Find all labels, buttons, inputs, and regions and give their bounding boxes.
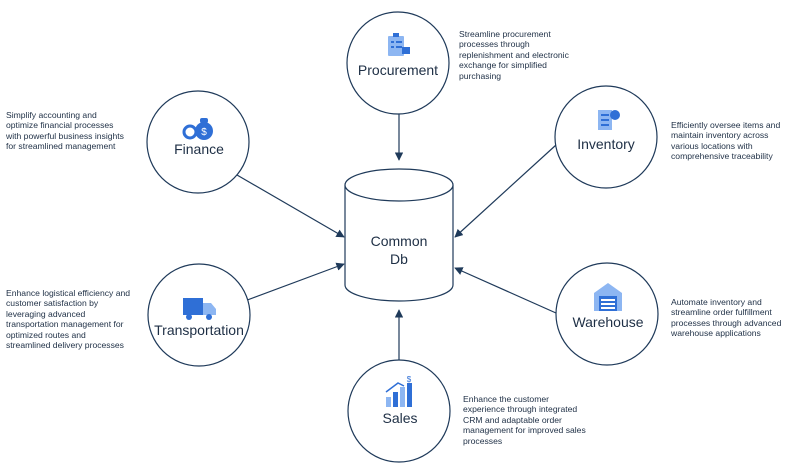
clipboard-checklist-icon: [388, 33, 410, 56]
inventory-list-icon: [598, 110, 620, 130]
node-label-finance: Finance: [174, 141, 224, 157]
money-bag-gear-icon: $: [182, 118, 213, 140]
node-transportation[interactable]: Transportation: [147, 263, 251, 367]
edge-warehouse-db: [454, 267, 557, 314]
description-finance: Simplify accounting and optimize financi…: [6, 110, 124, 152]
description-procurement: Streamline procurement processes through…: [459, 29, 569, 81]
description-warehouse: Automate inventory and streamline order …: [671, 297, 782, 339]
node-label-procurement: Procurement: [358, 62, 438, 78]
delivery-truck-icon: [183, 298, 216, 320]
common-db: Common Db: [344, 168, 454, 302]
description-transportation: Enhance logistical efficiency and custom…: [6, 288, 131, 351]
edge-inventory-db: [454, 144, 557, 238]
node-sales[interactable]: $ Sales: [347, 359, 451, 463]
node-label-inventory: Inventory: [577, 136, 635, 152]
edge-transportation-db: [241, 262, 345, 303]
node-finance[interactable]: $ Finance: [146, 90, 250, 194]
node-label-warehouse: Warehouse: [572, 314, 643, 330]
node-warehouse[interactable]: Warehouse: [555, 262, 659, 366]
sales-growth-chart-icon: $: [385, 375, 412, 407]
node-label-transportation: Transportation: [154, 322, 244, 338]
svg-text:$: $: [201, 127, 207, 138]
db-label-line2: Db: [390, 251, 408, 267]
node-inventory[interactable]: Inventory: [554, 85, 658, 189]
description-inventory: Efficiently oversee items and maintain i…: [671, 120, 781, 162]
description-sales: Enhance the customer experience through …: [463, 394, 586, 446]
node-procurement[interactable]: Procurement: [346, 11, 450, 115]
svg-text:$: $: [407, 375, 412, 384]
warehouse-icon: [594, 283, 622, 311]
db-label-line1: Common: [371, 233, 428, 249]
node-label-sales: Sales: [382, 410, 417, 426]
edge-finance-db: [236, 174, 345, 238]
